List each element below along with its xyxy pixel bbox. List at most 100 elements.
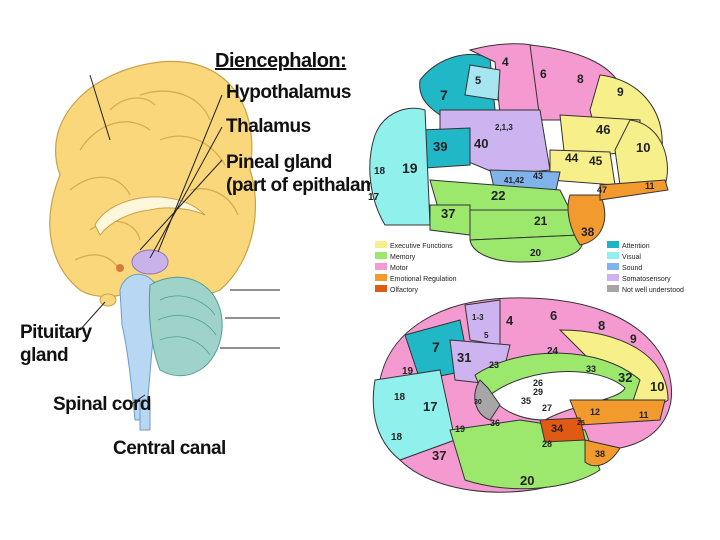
svg-text:18: 18 [394,392,406,403]
corpus-callosum [94,196,206,236]
svg-text:38: 38 [595,449,605,459]
svg-text:41,42: 41,42 [504,176,525,185]
legend-swatch [607,263,619,270]
svg-text:19: 19 [455,424,465,434]
svg-text:9: 9 [630,332,637,346]
legend-label: Motor [390,265,409,272]
svg-text:30: 30 [474,399,482,406]
leader-lines [79,74,280,406]
svg-text:21: 21 [534,214,548,228]
svg-text:40: 40 [474,136,488,151]
medial-area-1-3-region [464,299,501,346]
pineal-gland-sublabel: (part of epithalamus) [226,175,404,196]
brainstem [119,273,159,421]
svg-text:18: 18 [374,166,386,177]
svg-text:4: 4 [502,55,509,69]
svg-text:5: 5 [484,331,489,340]
legend-swatch [375,241,387,248]
spinal-cord-shape [139,399,151,431]
medial-area-19-18-region [372,369,456,461]
legend-label: Sound [622,265,642,272]
legend-label: Somatosensory [622,276,671,283]
legend-swatch [375,252,387,259]
pineal-gland-shape [116,264,124,272]
svg-text:8: 8 [577,72,584,86]
legend-swatch [607,285,619,292]
svg-text:20: 20 [520,473,534,488]
medial-gray-region [474,379,501,421]
legend-swatch [607,252,619,259]
thalamus-region [131,249,169,275]
svg-text:7: 7 [440,87,448,103]
svg-text:8: 8 [598,318,605,333]
legend-label: Not well understood [622,287,684,294]
pituitary-sublabel: gland [20,345,69,366]
svg-text:19: 19 [402,160,418,176]
svg-text:19: 19 [402,366,414,377]
svg-text:26: 26 [533,378,543,388]
svg-text:25: 25 [577,420,585,427]
medial-callosum-hole [489,371,626,421]
legend-label: Visual [622,254,641,261]
medial-area-38-region [584,439,621,467]
lateral-area-numbers: 4 5 6 7 8 9 2,1,3 40 39 46 44 45 10 43 4… [368,55,655,259]
svg-text:4: 4 [506,313,514,328]
medial-area-numbers: 1-3 5 4 6 8 9 7 31 23 24 33 32 10 19 26 … [391,308,664,488]
svg-text:1-3: 1-3 [472,313,484,322]
svg-text:28: 28 [542,439,552,449]
svg-text:10: 10 [636,140,650,155]
svg-text:9: 9 [617,85,624,99]
svg-text:17: 17 [423,399,437,414]
svg-text:46: 46 [596,122,610,137]
svg-text:5: 5 [475,75,481,87]
svg-text:11: 11 [645,181,655,191]
svg-text:44: 44 [565,151,579,165]
svg-text:6: 6 [540,67,547,81]
legend-swatch [375,263,387,270]
svg-text:36: 36 [490,418,500,428]
svg-text:2,1,3: 2,1,3 [495,123,513,132]
svg-text:32: 32 [618,370,632,385]
svg-text:45: 45 [589,154,603,168]
svg-text:18: 18 [391,432,403,443]
svg-text:37: 37 [441,206,455,221]
central-canal-label: Central canal [113,438,226,459]
svg-text:34: 34 [551,423,564,435]
legend-label: Attention [622,243,650,250]
svg-text:38: 38 [581,225,595,239]
legend-swatch [375,285,387,292]
legend-swatch [607,241,619,248]
svg-text:37: 37 [432,448,446,463]
svg-text:29: 29 [533,387,543,397]
svg-text:7: 7 [432,339,440,355]
svg-text:22: 22 [491,188,505,203]
svg-text:39: 39 [433,139,447,154]
legend-swatch [607,274,619,281]
svg-text:24: 24 [547,346,559,357]
thalamus-label: Thalamus [226,116,311,137]
area-47-11-region [599,179,669,201]
pineal-gland-label: Pineal gland [226,152,332,173]
legend-label: Olfactory [390,287,419,294]
svg-text:31: 31 [457,350,471,365]
legend-swatch [375,274,387,281]
svg-text:47: 47 [597,185,607,195]
svg-text:27: 27 [542,403,552,413]
legend-label: Executive Functions [390,243,453,250]
spinal-cord-label: Spinal cord [53,394,151,415]
hypothalamus-label: Hypothalamus [226,82,351,103]
legend-label: Memory [390,254,416,261]
cerebellum-folia [157,295,217,356]
medial-area-12-11-region [569,399,666,426]
area-5-region [464,64,501,101]
svg-text:12: 12 [590,407,600,417]
svg-text:33: 33 [586,364,596,374]
svg-text:23: 23 [489,360,499,370]
svg-text:17: 17 [368,192,380,203]
svg-text:6: 6 [550,308,557,323]
area-19-18-region [369,107,431,226]
cerebrum-shape [49,60,256,298]
